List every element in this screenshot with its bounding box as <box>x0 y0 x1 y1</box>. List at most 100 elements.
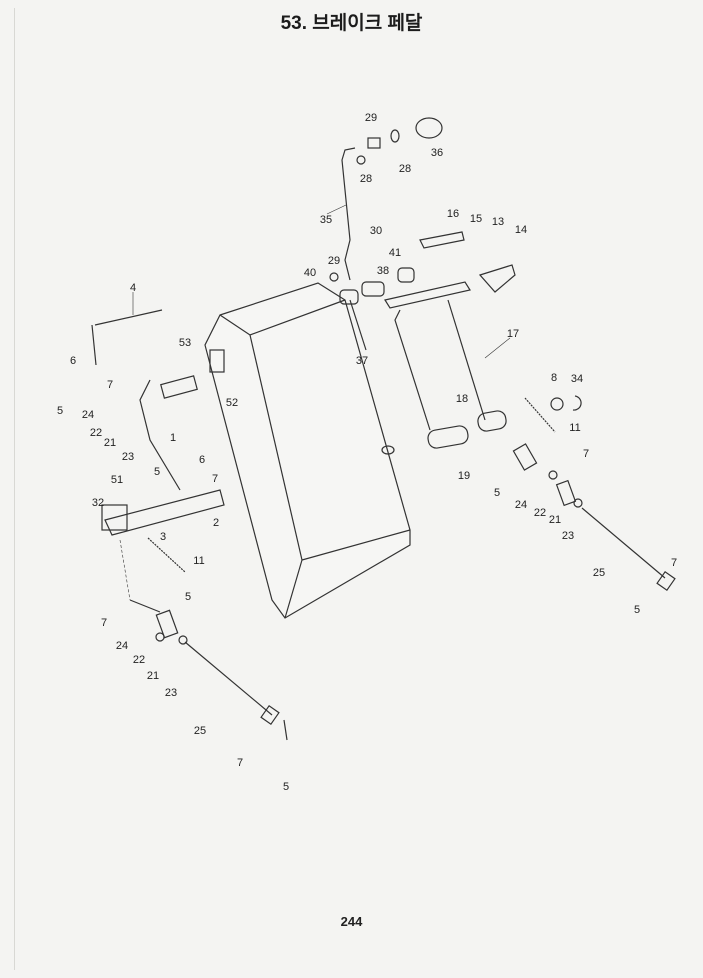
part-label-11: 11 <box>193 555 204 567</box>
part-label-21: 21 <box>104 437 116 449</box>
washer-8 <box>550 397 564 411</box>
knob-36 <box>415 117 443 139</box>
bracket-32 <box>101 504 128 531</box>
spring-29 <box>367 137 381 149</box>
part-label-35: 35 <box>320 214 332 226</box>
part-label-52: 52 <box>226 397 238 409</box>
part-label-32: 32 <box>92 497 104 509</box>
part-label-28: 28 <box>360 173 372 185</box>
pedal-arm-17b <box>447 299 486 421</box>
part-label-5: 5 <box>154 466 160 478</box>
turnbuckle-22-right <box>555 479 577 507</box>
nut-23-right <box>573 498 583 508</box>
part-label-7: 7 <box>583 448 589 460</box>
part-label-2: 2 <box>213 517 219 529</box>
part-label-6: 6 <box>70 355 76 367</box>
part-label-14: 14 <box>515 224 527 236</box>
lever-35 <box>341 147 356 281</box>
part-label-5: 5 <box>185 591 191 603</box>
spring-11-right <box>524 397 556 433</box>
page-border <box>14 8 701 970</box>
part-label-23: 23 <box>165 687 177 699</box>
page-title: 53. 브레이크 페달 <box>280 13 423 34</box>
part-label-22: 22 <box>133 654 145 666</box>
tank-box-edge <box>301 529 411 561</box>
washer-29 <box>329 272 339 282</box>
part-label-7: 7 <box>107 379 113 391</box>
part-label-53: 53 <box>179 337 191 349</box>
arm-14 <box>478 264 516 293</box>
shaft-2 <box>104 489 225 536</box>
clevis-24-right <box>512 443 538 471</box>
rod-4 <box>94 309 163 326</box>
part-label-21: 21 <box>549 514 561 526</box>
block-52 <box>209 349 225 373</box>
part-label-17: 17 <box>507 328 519 340</box>
part-label-22: 22 <box>534 507 546 519</box>
part-label-7: 7 <box>212 473 218 485</box>
nut-21-left <box>155 632 165 642</box>
part-label-1: 1 <box>170 432 176 444</box>
rod-4-arm <box>91 324 97 366</box>
part-label-40: 40 <box>304 267 316 279</box>
washer-28 <box>356 155 366 165</box>
pedal-arm-17a <box>394 309 431 431</box>
part-label-5: 5 <box>634 604 640 616</box>
clip-34 <box>572 395 582 411</box>
nut-23-left <box>178 635 188 645</box>
tank-boss <box>381 445 395 455</box>
part-label-4: 4 <box>130 282 136 294</box>
part-label-7: 7 <box>237 757 243 769</box>
rod-37 <box>349 299 367 351</box>
part-label-22: 22 <box>90 427 102 439</box>
pin-5-left <box>283 719 288 741</box>
pedal-pad-18b <box>477 410 507 432</box>
part-label-7: 7 <box>671 557 677 569</box>
part-label-24: 24 <box>82 409 94 421</box>
part-label-25: 25 <box>194 725 206 737</box>
part-label-34: 34 <box>571 373 583 385</box>
page-number: 244 <box>340 914 363 929</box>
bushing-37 <box>339 289 359 305</box>
part-label-8: 8 <box>551 372 557 384</box>
clevis-24-left <box>129 599 161 613</box>
part-label-28: 28 <box>399 163 411 175</box>
tank-box-edge <box>284 559 303 619</box>
rod-25-left <box>184 641 273 716</box>
shaft-13 <box>384 281 471 309</box>
part-label-18: 18 <box>456 393 468 405</box>
part-label-29: 29 <box>328 255 340 267</box>
pedal-pad-left <box>160 375 198 399</box>
part-label-41: 41 <box>389 247 401 259</box>
pedal-pad-18a <box>427 425 469 449</box>
part-label-30: 30 <box>370 225 382 237</box>
part-label-38: 38 <box>377 265 389 277</box>
part-label-37: 37 <box>356 355 368 367</box>
part-label-25: 25 <box>593 567 605 579</box>
part-label-13: 13 <box>492 216 504 228</box>
part-label-23: 23 <box>562 530 574 542</box>
bracket-16 <box>419 231 465 249</box>
part-label-5: 5 <box>494 487 500 499</box>
part-label-6: 6 <box>199 454 205 466</box>
part-label-36: 36 <box>431 147 443 159</box>
part-label-24: 24 <box>515 499 527 511</box>
tank-box <box>204 282 411 619</box>
part-label-15: 15 <box>470 213 482 225</box>
nut-21-right <box>548 470 558 480</box>
tank-box-edge <box>249 334 303 561</box>
part-label-3: 3 <box>160 531 166 543</box>
spring-11-left <box>147 537 186 573</box>
clevis-left-end <box>260 704 280 726</box>
part-label-24: 24 <box>116 640 128 652</box>
pedal-arm-1 <box>139 379 181 491</box>
part-label-21: 21 <box>147 670 159 682</box>
rod-25-right <box>581 507 666 579</box>
turnbuckle-22-left <box>155 609 179 639</box>
part-label-5: 5 <box>283 781 289 793</box>
part-label-7: 7 <box>101 617 107 629</box>
spacer-41 <box>397 267 415 283</box>
part-label-5: 5 <box>57 405 63 417</box>
